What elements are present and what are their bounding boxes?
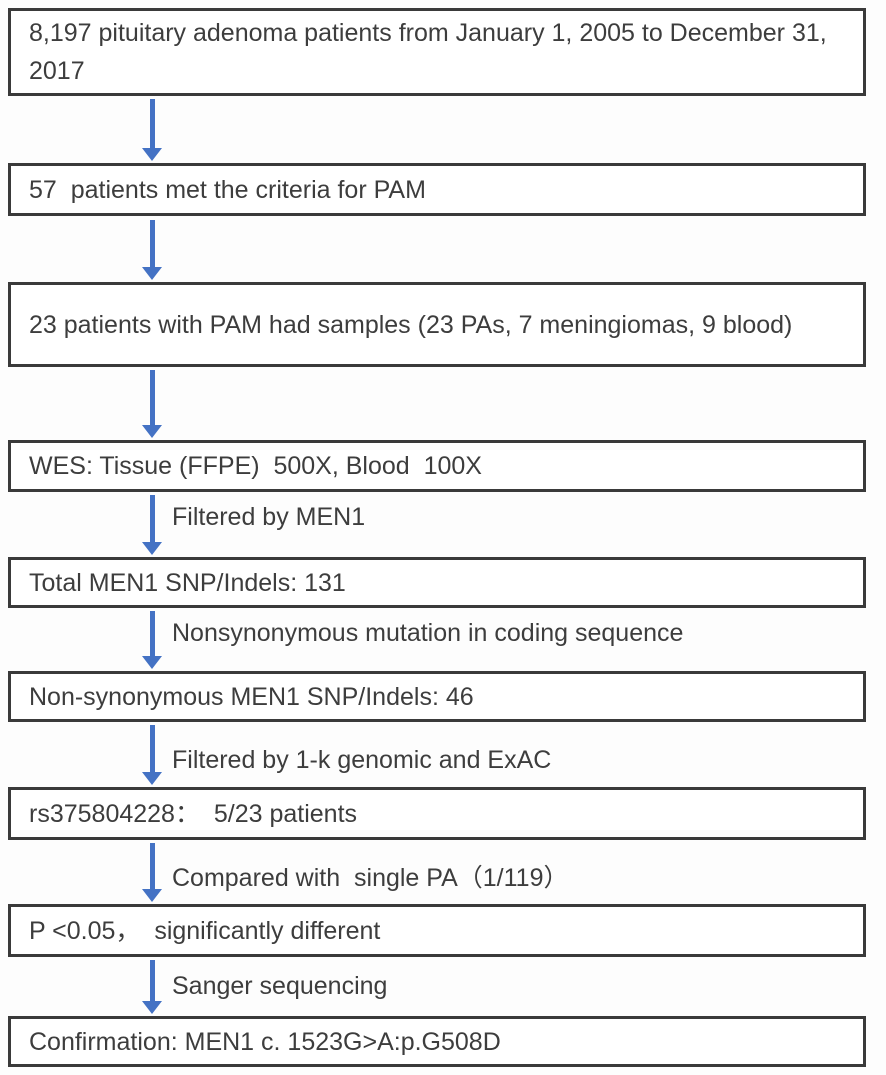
flow-box-text: 8,197 pituitary adenoma patients from Ja… [29,19,834,85]
down-arrow-icon [142,725,163,785]
flow-box-text: rs375804228： 5/23 patients [29,799,358,828]
flow-box-text: 23 patients with PAM had samples (23 PAs… [29,310,793,339]
down-arrow-icon [142,370,163,438]
flow-box-total-snp: Total MEN1 SNP/Indels: 131 [8,557,866,608]
down-arrow-icon [142,495,163,555]
flow-box-text: Total MEN1 SNP/Indels: 131 [29,568,346,597]
flow-box-text: WES: Tissue (FFPE) 500X, Blood 100X [29,452,482,480]
down-arrow-icon [142,960,163,1014]
flow-box-total-patients: 8,197 pituitary adenoma patients from Ja… [8,8,866,96]
down-arrow-icon [142,611,163,669]
arrow-label-filtered-1k-exac: Filtered by 1-k genomic and ExAC [172,746,552,774]
down-arrow-icon [142,99,163,161]
flow-box-text: Confirmation: MEN1 c. 1523G>A:p.G508D [29,1027,501,1056]
flow-box-text: 57 patients met the criteria for PAM [29,175,426,204]
flow-box-met-criteria: 57 patients met the criteria for PAM [8,163,866,216]
flow-box-text: P <0.05， significantly different [29,916,381,945]
flow-box-confirmation: Confirmation: MEN1 c. 1523G>A:p.G508D [8,1016,866,1067]
down-arrow-icon [142,843,163,902]
arrow-label-nonsynonymous: Nonsynonymous mutation in coding sequenc… [172,619,684,647]
flow-box-rs375804228: rs375804228： 5/23 patients [8,787,866,840]
flow-box-wes: WES: Tissue (FFPE) 500X, Blood 100X [8,440,866,492]
arrow-label-filtered-men1: Filtered by MEN1 [172,503,366,531]
down-arrow-icon [142,220,163,280]
flow-box-samples: 23 patients with PAM had samples (23 PAs… [8,282,866,367]
flow-box-nonsynonymous-snp: Non-synonymous MEN1 SNP/Indels: 46 [8,671,866,722]
arrow-label-sanger-sequencing: Sanger sequencing [172,972,388,1000]
flow-box-text: Non-synonymous MEN1 SNP/Indels: 46 [29,682,474,711]
flow-box-significance: P <0.05， significantly different [8,904,866,957]
arrow-label-compared-single-pa: Compared with single PA（1/119） [172,864,569,892]
